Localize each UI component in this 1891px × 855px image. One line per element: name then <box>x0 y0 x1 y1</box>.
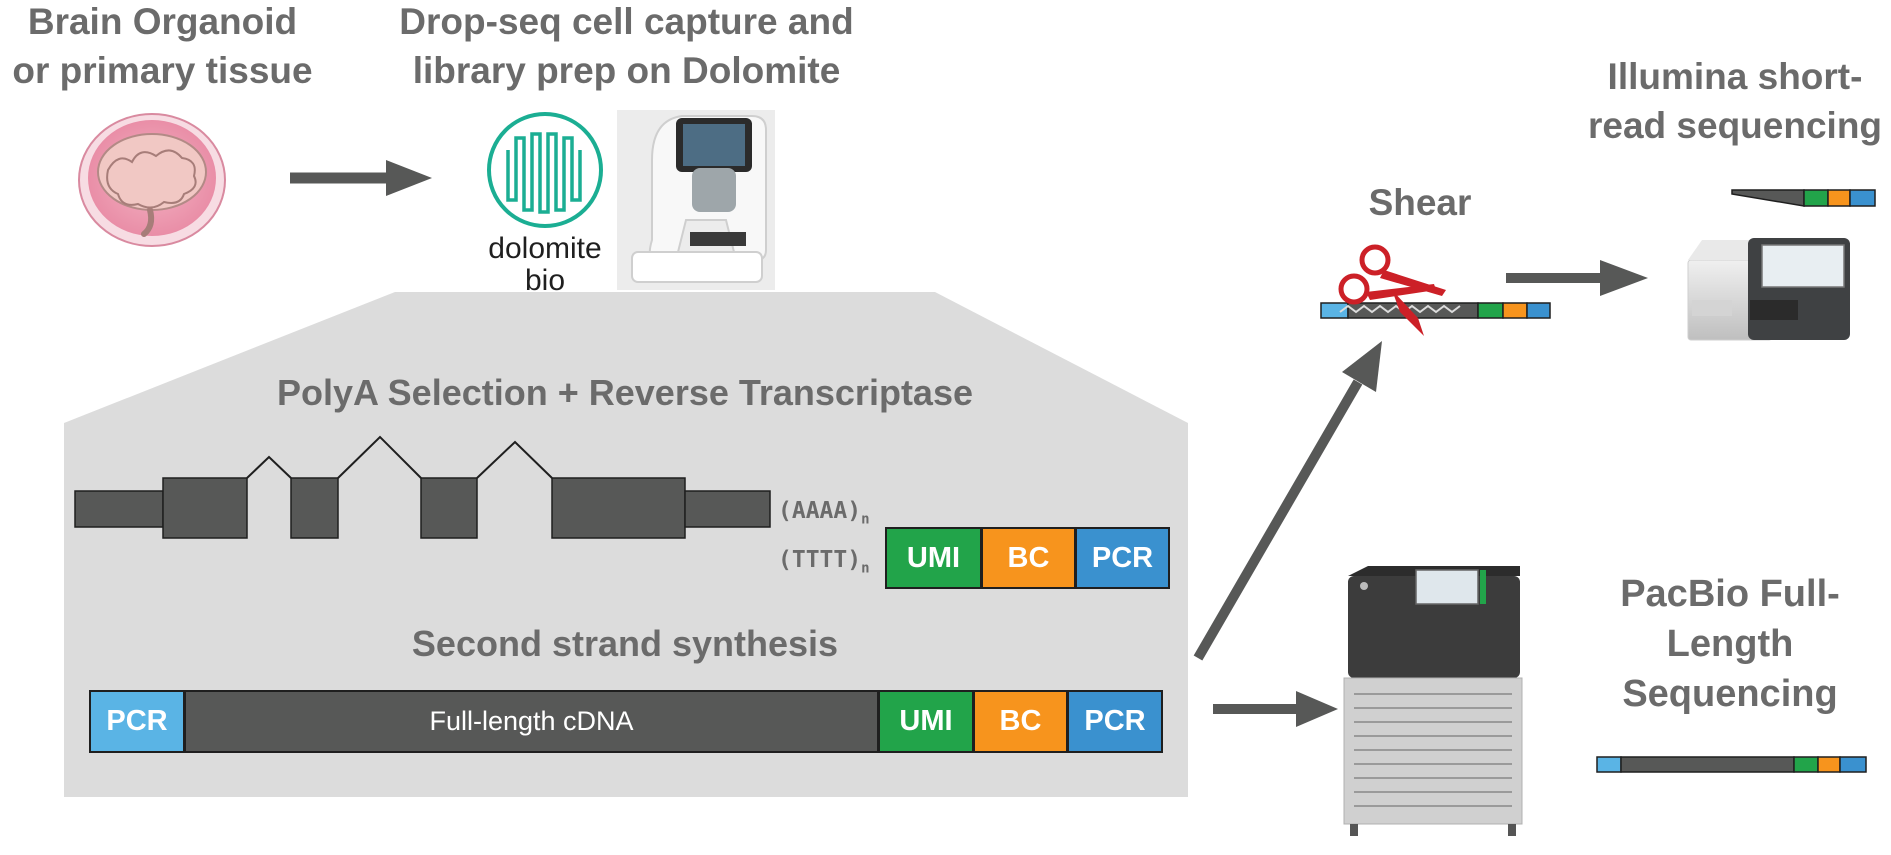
pacbio-sequencer-icon <box>1343 566 1523 836</box>
tissue-label: Brain Organoid or primary tissue <box>0 0 325 95</box>
arrow-to-illumina <box>1506 260 1648 296</box>
second-strand-label: Second strand synthesis <box>411 623 839 664</box>
illumina-label-line1: Illumina short- <box>1607 56 1863 97</box>
pacbio-label: PacBio Full- Length Sequencing <box>1590 569 1870 719</box>
cdna-bc-box: BC <box>973 690 1068 753</box>
arrow-to-pacbio <box>1213 691 1338 727</box>
illumina-label-line2: read sequencing <box>1587 105 1883 146</box>
primer-bc-box: BC <box>981 527 1076 589</box>
arrow-to-dropseq <box>290 160 432 196</box>
cdna-full-box: Full-length cDNA <box>184 690 879 753</box>
illumina-label: Illumina short- read sequencing <box>1565 52 1891 150</box>
primer-pcr-box: PCR <box>1075 527 1170 589</box>
polyt-text: (TTTT) <box>778 547 862 573</box>
scissors-icon <box>1338 244 1446 336</box>
cdna-pcr-right-box: PCR <box>1067 690 1163 753</box>
polyt-label: (TTTT)n <box>778 547 870 577</box>
pacbio-label-line1: PacBio Full- <box>1620 573 1840 615</box>
illumina-fragment <box>1731 189 1876 207</box>
dropseq-label-line1: Drop-seq cell capture and <box>399 1 854 42</box>
dropseq-label-line2: library prep on Dolomite <box>412 50 841 91</box>
cdna-pcr-left-box: PCR <box>89 690 185 753</box>
tissue-label-line2: or primary tissue <box>12 50 313 91</box>
primer-umi-box: UMI <box>885 527 982 589</box>
dolomite-instrument-icon <box>617 110 775 290</box>
polya-text: (AAAA) <box>778 498 862 524</box>
dolomite-logo-icon <box>487 112 603 228</box>
tissue-label-line1: Brain Organoid <box>27 1 298 42</box>
sheared-fragment <box>1320 302 1551 319</box>
cdna-umi-box: UMI <box>878 690 974 753</box>
pacbio-fragment <box>1596 756 1867 773</box>
pacbio-label-line3: Sequencing <box>1622 673 1838 715</box>
illumina-sequencer-icon <box>1687 238 1850 341</box>
dolomite-logo-line2: bio <box>524 264 566 297</box>
petri-dish-icon <box>78 113 226 247</box>
arrow-to-shear <box>1193 341 1382 661</box>
dolomite-logo-text: dolomite bio <box>478 233 612 297</box>
polya-subscript: n <box>861 511 870 528</box>
dolomite-logo-line1: dolomite <box>488 232 602 265</box>
polya-label: (AAAA)n <box>778 498 870 528</box>
process-panel <box>64 292 1188 797</box>
dropseq-label: Drop-seq cell capture and library prep o… <box>358 0 895 95</box>
shear-label: Shear <box>1368 182 1472 223</box>
pacbio-label-line2: Length <box>1666 623 1794 665</box>
mrna-structure <box>74 435 771 539</box>
polyt-subscript: n <box>861 560 870 577</box>
panel-title: PolyA Selection + Reverse Transcriptase <box>276 372 973 413</box>
